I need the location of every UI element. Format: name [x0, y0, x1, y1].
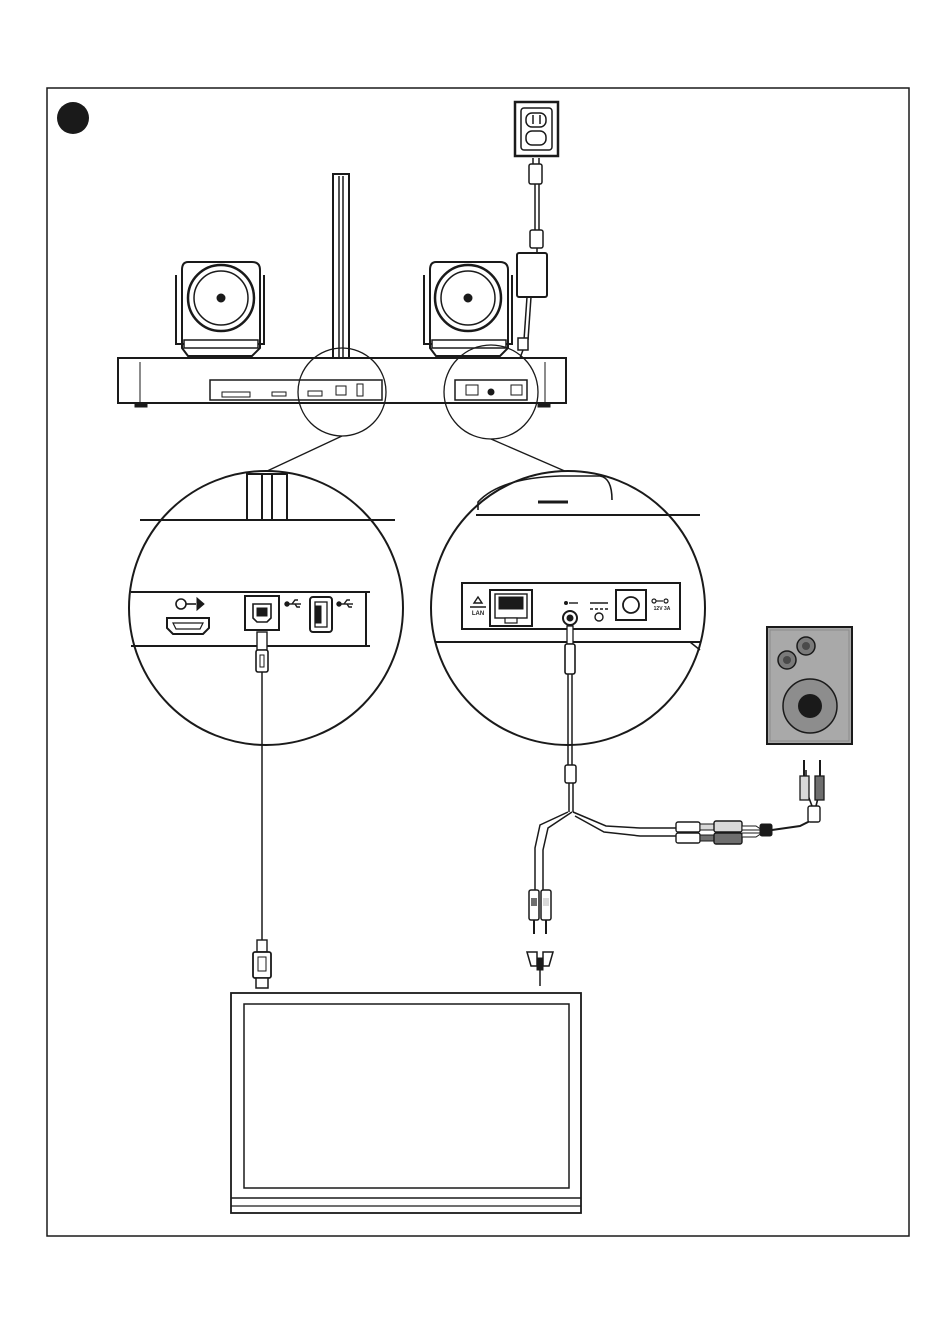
rca-plugs-speaker [676, 760, 824, 844]
step-marker [57, 102, 89, 134]
usb-a-port-icon [310, 597, 332, 632]
zoom-left [129, 471, 403, 745]
audio-splitter-cable [535, 745, 676, 890]
usb-b-port-icon [245, 596, 279, 630]
dc-rating-label: 12V 3A [654, 606, 671, 612]
base-unit [118, 358, 566, 407]
usb-cable [253, 745, 271, 988]
rca-plugs-monitor [527, 890, 553, 986]
zoom-right: LAN 12V 3A [431, 471, 705, 745]
speaker-icon [767, 627, 852, 744]
antenna-icon [333, 174, 349, 362]
camera-icon-right [424, 262, 512, 358]
power-cable [529, 158, 543, 255]
wall-outlet-icon [515, 102, 558, 156]
power-adapter-icon [512, 253, 547, 374]
camera-icon-left [176, 262, 264, 358]
lan-label: LAN [472, 611, 484, 617]
monitor-icon [231, 993, 581, 1213]
